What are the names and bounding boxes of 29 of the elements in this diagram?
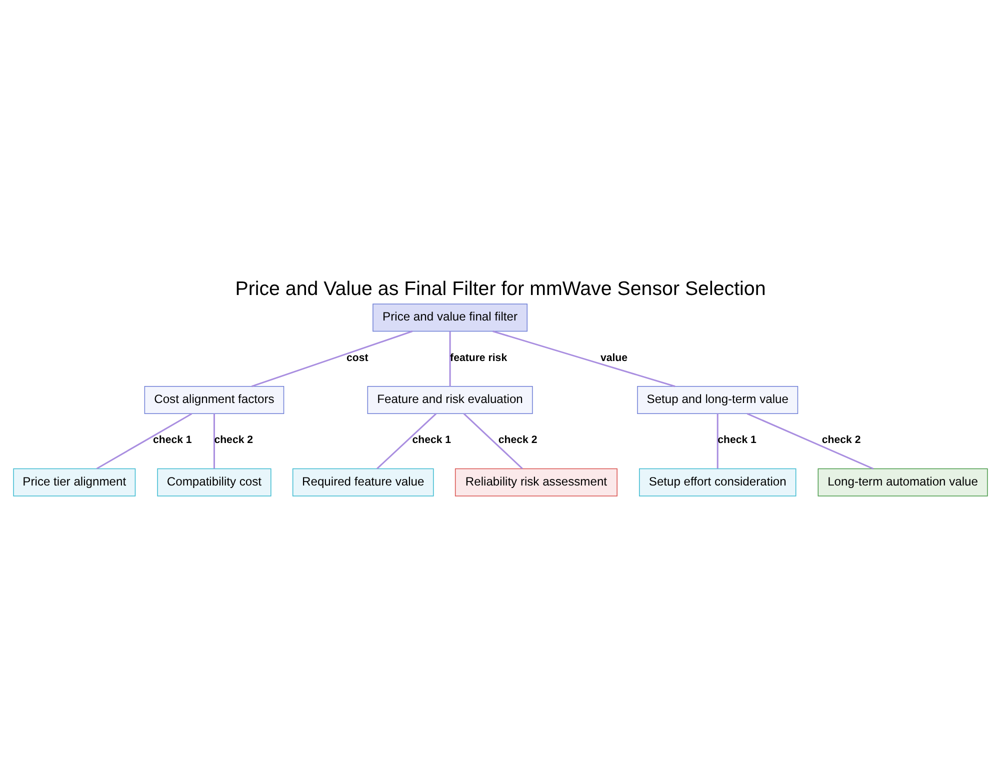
edge-label: check 2 [214,434,253,446]
connector [448,330,450,386]
edge-label: value [600,351,628,364]
connector [212,413,214,468]
edge-label: check 2 [821,434,860,446]
connector [716,413,718,468]
edge-label: check 2 [498,434,537,446]
edge-label: check 1 [152,434,192,446]
node-box: Price tier alignment [12,468,136,496]
node-box: Compatibility cost [156,468,271,496]
node-box: Long-term automation value [817,468,988,496]
node-box: Feature and risk evaluation [366,386,532,414]
node-box: Reliability risk assessment [454,468,617,496]
edge-label: cost [346,351,368,364]
connector [250,330,412,387]
node-box: Price and value final filter [372,303,528,332]
node-box: Setup and long-term value [636,386,798,414]
edge-label: check 1 [412,434,451,446]
diagram-title: Price and Value as Final Filter for mmWave Sensor Selection [234,277,766,300]
connector [96,412,192,469]
node-box: Setup effort consideration [638,468,796,496]
node-box: Required feature value [292,468,434,496]
connector [746,412,874,469]
node-box: Cost alignment factors [144,386,284,414]
connector [376,412,436,469]
connector [492,330,675,387]
edge-label: feature risk [450,351,507,364]
edge-label: check 1 [717,434,756,446]
connector [462,412,522,469]
